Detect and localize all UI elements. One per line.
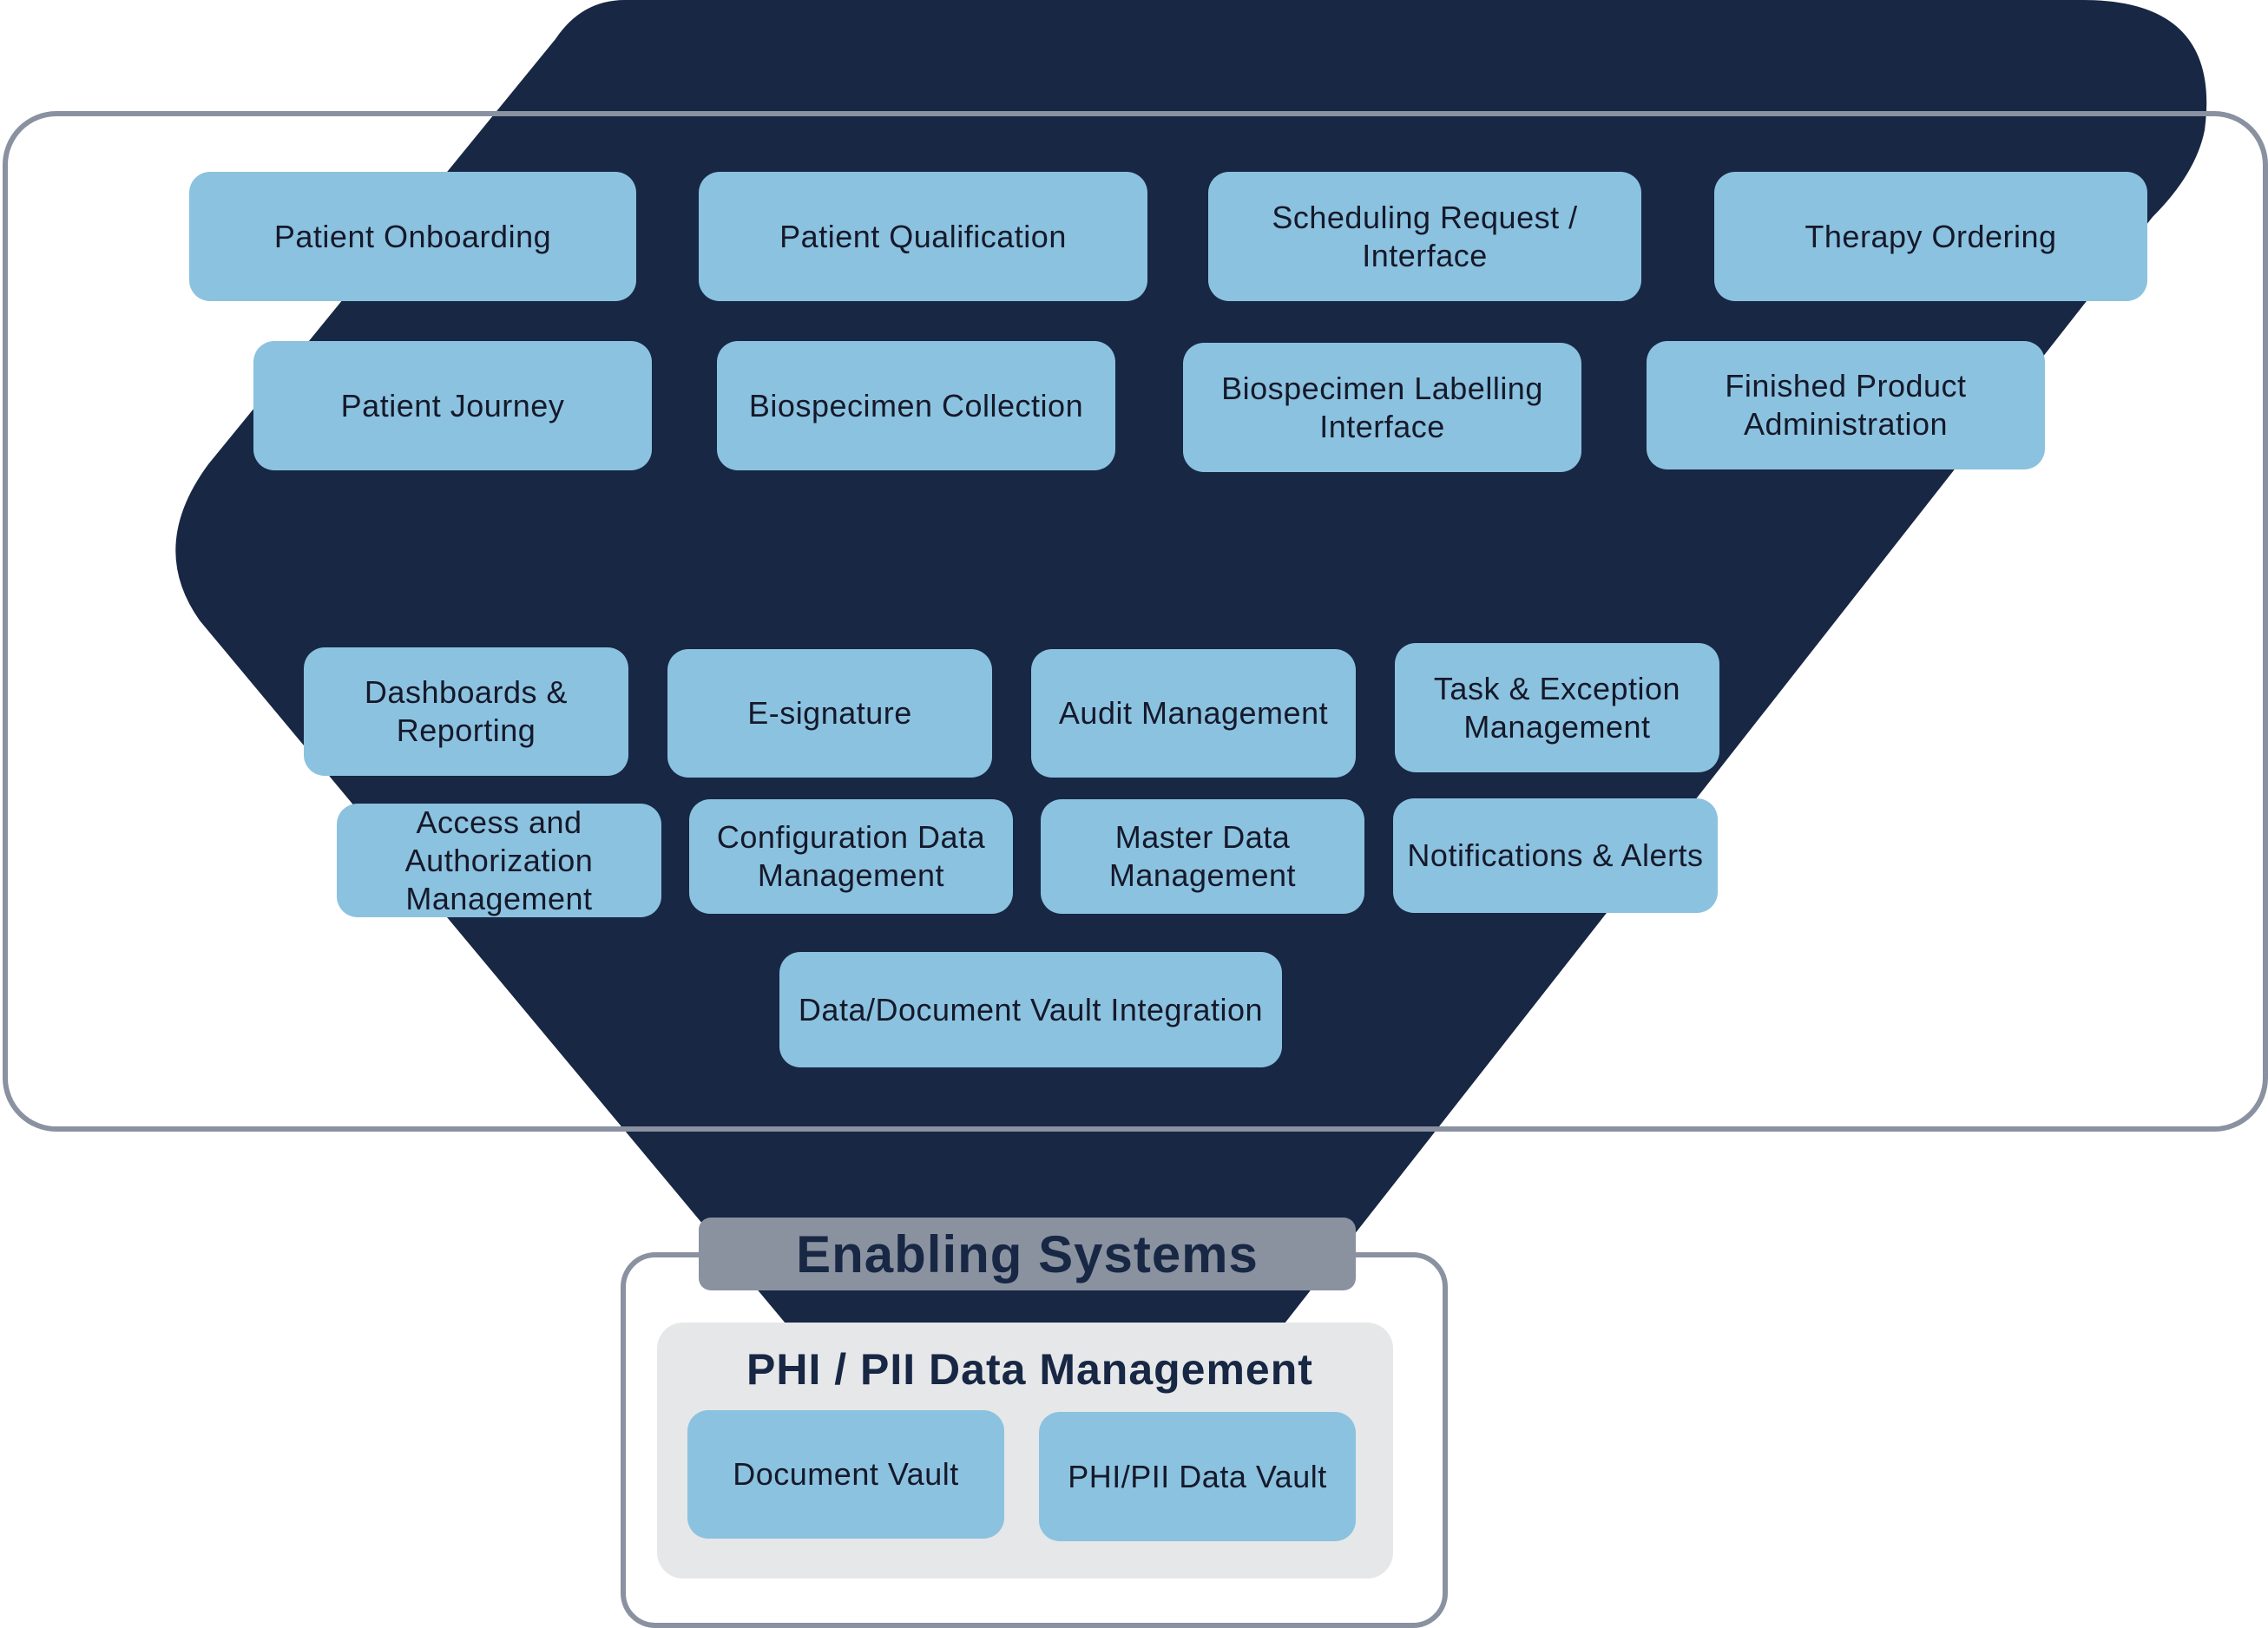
task-exception-box[interactable]: Task & Exception Management (1395, 643, 1719, 772)
box-label: Dashboards & Reporting (364, 674, 569, 748)
document-vault-box[interactable]: Document Vault (687, 1410, 1004, 1539)
configuration-data-box[interactable]: Configuration Data Management (689, 799, 1013, 914)
access-authorization-box[interactable]: Access and Authorization Management (337, 804, 661, 917)
box-label: Configuration Data Management (716, 819, 986, 893)
box-label: Data/Document Vault Integration (798, 991, 1264, 1027)
finished-product-box[interactable]: Finished Product Administration (1647, 341, 2045, 469)
box-label: E-signature (747, 695, 912, 731)
biospecimen-labelling-box[interactable]: Biospecimen Labelling Interface (1183, 343, 1581, 472)
biospecimen-collection-box[interactable]: Biospecimen Collection (717, 341, 1115, 470)
dashboards-reporting-box[interactable]: Dashboards & Reporting (304, 647, 628, 776)
box-label: Audit Management (1058, 695, 1329, 731)
e-signature-box[interactable]: E-signature (667, 649, 992, 778)
box-label: Task & Exception Management (1433, 670, 1681, 745)
audit-management-box[interactable]: Audit Management (1031, 649, 1356, 778)
enabling-systems-title-text: Enabling Systems (796, 1224, 1259, 1283)
solution-frame (3, 111, 2268, 1132)
box-label: Notifications & Alerts (1407, 837, 1704, 873)
patient-onboarding-box[interactable]: Patient Onboarding (189, 172, 636, 301)
box-label: Therapy Ordering (1805, 218, 2057, 254)
box-label: Biospecimen Labelling Interface (1221, 370, 1543, 444)
phi-pii-data-vault-box[interactable]: PHI/PII Data Vault (1039, 1412, 1356, 1541)
box-label: Scheduling Request / Interface (1272, 199, 1578, 273)
box-label: Finished Product Administration (1725, 368, 1967, 442)
master-data-box[interactable]: Master Data Management (1041, 799, 1364, 914)
box-label: Master Data Management (1108, 819, 1297, 893)
data-document-vault-integration-box[interactable]: Data/Document Vault Integration (779, 952, 1282, 1067)
box-label: Document Vault (733, 1456, 959, 1492)
box-label: PHI/PII Data Vault (1068, 1458, 1327, 1494)
patient-qualification-box[interactable]: Patient Qualification (699, 172, 1147, 301)
box-label: Biospecimen Collection (748, 387, 1084, 423)
notifications-alerts-box[interactable]: Notifications & Alerts (1393, 798, 1718, 913)
phi-pii-title: PHI / PII Data Management (746, 1345, 1313, 1394)
patient-journey-box[interactable]: Patient Journey (253, 341, 652, 470)
box-label: Patient Onboarding (273, 218, 552, 254)
box-label: Patient Journey (340, 387, 565, 423)
enabling-systems-title: Enabling Systems (699, 1218, 1356, 1290)
box-label: Patient Qualification (779, 218, 1067, 254)
box-label: Access and Authorization Management (404, 804, 594, 916)
scheduling-request-box[interactable]: Scheduling Request / Interface (1208, 172, 1641, 301)
therapy-ordering-box[interactable]: Therapy Ordering (1714, 172, 2147, 301)
